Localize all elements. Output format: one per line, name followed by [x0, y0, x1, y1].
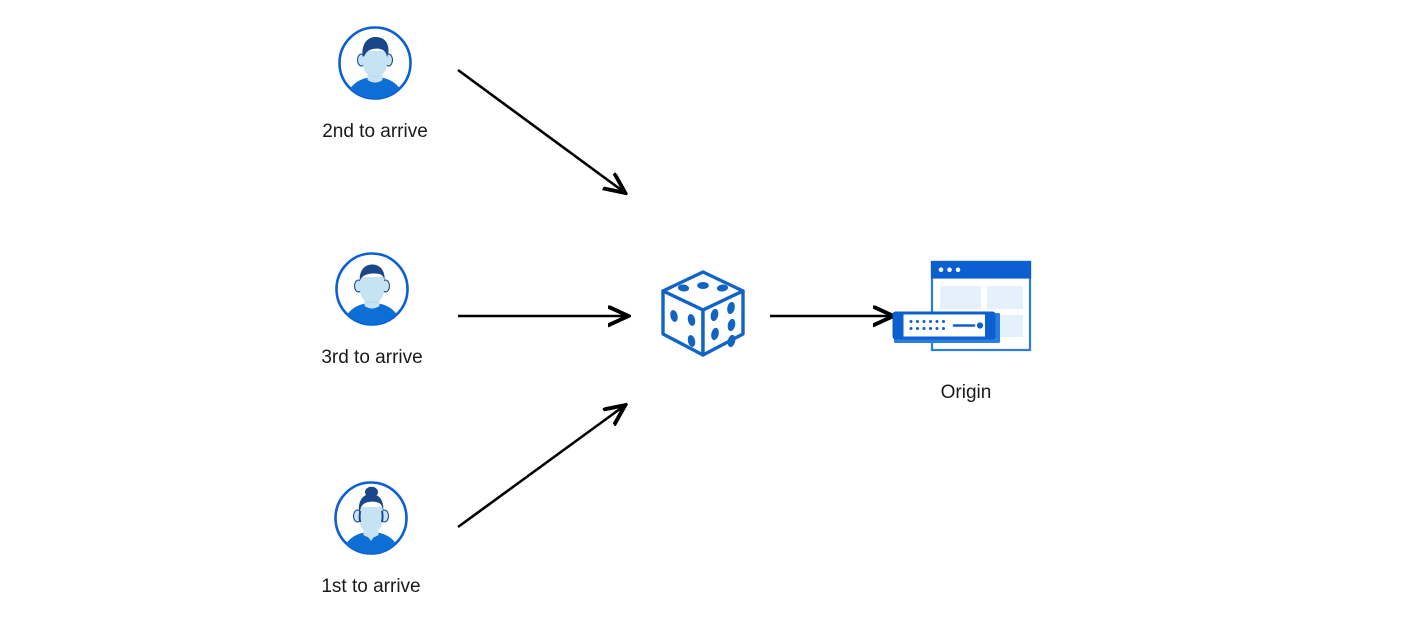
- user-avatar-icon: [333, 250, 411, 333]
- node-user-1st[interactable]: 1st to arrive: [281, 479, 461, 599]
- arrow-1st-to-dice: [457, 406, 624, 529]
- user-3rd-label: 3rd to arrive: [321, 347, 423, 368]
- node-user-2nd[interactable]: 2nd to arrive: [285, 24, 465, 144]
- node-user-3rd[interactable]: 3rd to arrive: [282, 250, 462, 370]
- dice-icon: [647, 258, 759, 375]
- user-avatar-icon: [332, 479, 410, 562]
- user-1st-label: 1st to arrive: [321, 576, 421, 597]
- origin-server-icon: [886, 255, 1046, 368]
- user-avatar-icon: [336, 24, 414, 107]
- node-dice[interactable]: [645, 258, 760, 375]
- user-2nd-label: 2nd to arrive: [322, 121, 428, 142]
- node-origin[interactable]: Origin: [886, 255, 1046, 405]
- arrow-2nd-to-dice: [457, 68, 624, 192]
- origin-label: Origin: [940, 382, 992, 403]
- server-device-icon: [892, 311, 1000, 343]
